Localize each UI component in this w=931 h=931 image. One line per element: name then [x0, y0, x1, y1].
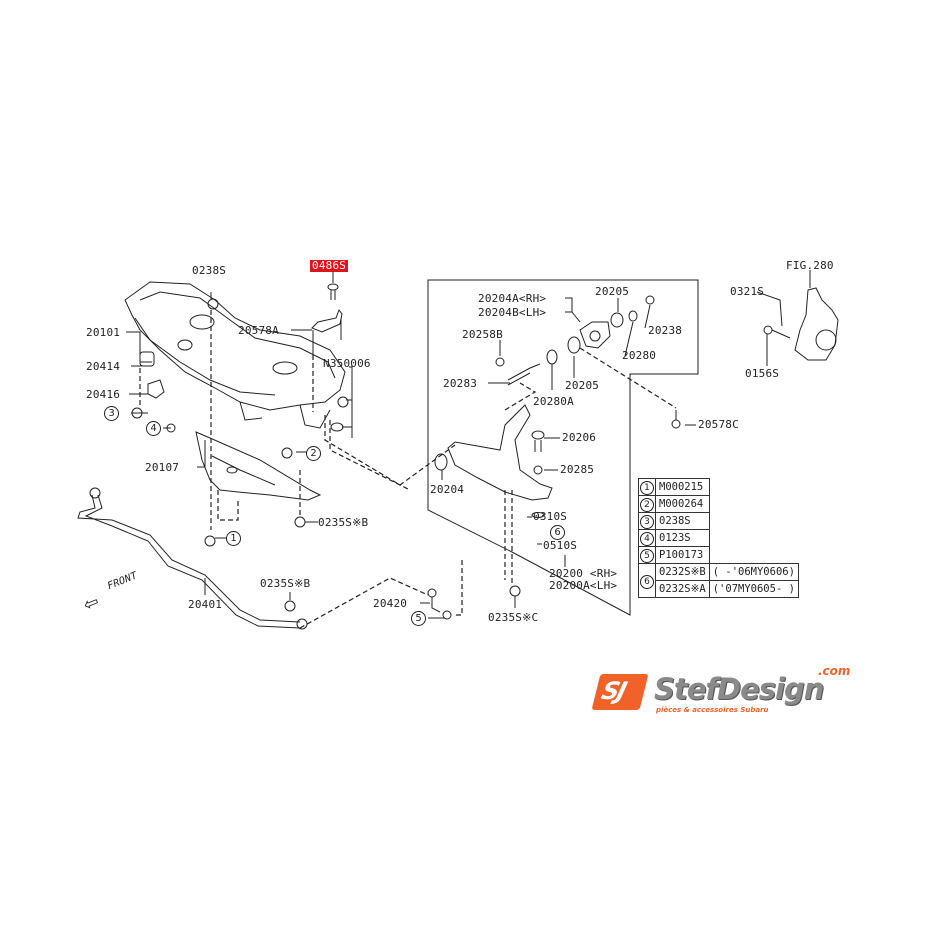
logo-mark-text: SJ — [598, 677, 628, 705]
label-20204a-rh[interactable]: 20204A<RH> — [478, 292, 547, 305]
label-20258b[interactable]: 20258B — [462, 328, 503, 341]
legend-row-6b: 6 0232S※B ( -'06MY0606) — [638, 563, 799, 598]
logo-brand-name: StefDesign — [654, 672, 824, 706]
label-fig-280[interactable]: FIG.280 — [786, 259, 834, 272]
callout-legend-table: 1 M000215 2 M000264 3 0238S 4 0123S 5 P1… — [638, 478, 799, 598]
label-20107[interactable]: 20107 — [145, 461, 180, 474]
logo-mark: SJ — [591, 674, 649, 710]
stefdesign-logo[interactable]: SJ StefDesign .com pièces & accessoires … — [591, 664, 858, 718]
label-20101[interactable]: 20101 — [86, 326, 121, 339]
legend-part-6a[interactable]: 0232S※A — [655, 580, 710, 598]
legend-num-6: 6 — [640, 574, 654, 589]
callout-3: 3 — [104, 406, 119, 421]
label-0238s: 0238S — [192, 264, 227, 277]
label-20280[interactable]: 20280 — [622, 349, 657, 362]
legend-note-6b: ( -'06MY0606) — [708, 563, 799, 581]
callout-1: 1 — [226, 531, 241, 546]
legend-part-4[interactable]: 0123S — [655, 529, 710, 547]
legend-part-2[interactable]: M000264 — [655, 495, 710, 513]
label-20205-mid[interactable]: 20205 — [565, 379, 600, 392]
legend-row-2: 2 M000264 — [638, 495, 799, 513]
label-0510s[interactable]: 0510S — [543, 539, 578, 552]
legend-part-5[interactable]: P100173 — [655, 546, 710, 564]
crossmember-20101-drawing — [124, 281, 346, 429]
logo-tagline: pièces & accessoires Subaru — [656, 706, 769, 714]
label-20200a-lh[interactable]: 20200A<LH> — [549, 579, 618, 592]
callout-5: 5 — [411, 611, 426, 626]
legend-num-3: 3 — [640, 515, 654, 529]
legend-row-3: 3 0238S — [638, 512, 799, 530]
legend-num-2: 2 — [640, 498, 654, 512]
label-0235s-c[interactable]: 0235S※C — [488, 611, 539, 624]
label-20401[interactable]: 20401 — [188, 598, 223, 611]
callout-6: 6 — [550, 525, 565, 540]
label-20206[interactable]: 20206 — [562, 431, 597, 444]
callout-4: 4 — [146, 421, 161, 436]
legend-num-5: 5 — [640, 549, 654, 563]
legend-row-1: 1 M000215 — [638, 478, 799, 496]
legend-num-4: 4 — [640, 532, 654, 546]
label-0321s[interactable]: 0321S — [730, 285, 765, 298]
legend-part-1[interactable]: M000215 — [655, 478, 710, 496]
label-0310s[interactable]: 0310S — [533, 510, 568, 523]
label-20200-rh[interactable]: 20200 <RH> — [549, 567, 618, 580]
callout-2: 2 — [306, 446, 321, 461]
legend-part-3[interactable]: 0238S — [655, 512, 710, 530]
label-20578c[interactable]: 20578C — [698, 418, 739, 431]
label-20285[interactable]: 20285 — [560, 463, 595, 476]
label-0486s-highlighted[interactable]: 0486S — [310, 259, 349, 272]
legend-note-6a: ('07MY0605- ) — [708, 580, 799, 598]
legend-num-1: 1 — [640, 481, 654, 495]
label-20204b-lh[interactable]: 20204B<LH> — [478, 306, 547, 319]
label-20204[interactable]: 20204 — [430, 483, 465, 496]
logo-domain: .com — [818, 664, 851, 678]
label-20280a[interactable]: 20280A — [533, 395, 574, 408]
label-20238[interactable]: 20238 — [648, 324, 683, 337]
legend-row-5: 5 P100173 — [638, 546, 799, 564]
label-0235s-b-2[interactable]: 0235S※B — [260, 577, 311, 590]
label-20578a[interactable]: 20578A — [238, 324, 279, 337]
legend-row-4: 4 0123S — [638, 529, 799, 547]
label-20420[interactable]: 20420 — [373, 597, 408, 610]
label-20416[interactable]: 20416 — [86, 388, 121, 401]
label-20283[interactable]: 20283 — [443, 377, 478, 390]
legend-row-6a: 0232S※A ('07MY0605- ) — [639, 580, 799, 598]
label-20414[interactable]: 20414 — [86, 360, 121, 373]
label-20205-top[interactable]: 20205 — [595, 285, 630, 298]
label-n350006[interactable]: N350006 — [323, 357, 371, 370]
label-0156s[interactable]: 0156S — [745, 367, 780, 380]
legend-part-6b[interactable]: 0232S※B — [655, 563, 710, 581]
label-0235s-b-1[interactable]: 0235S※B — [318, 516, 369, 529]
